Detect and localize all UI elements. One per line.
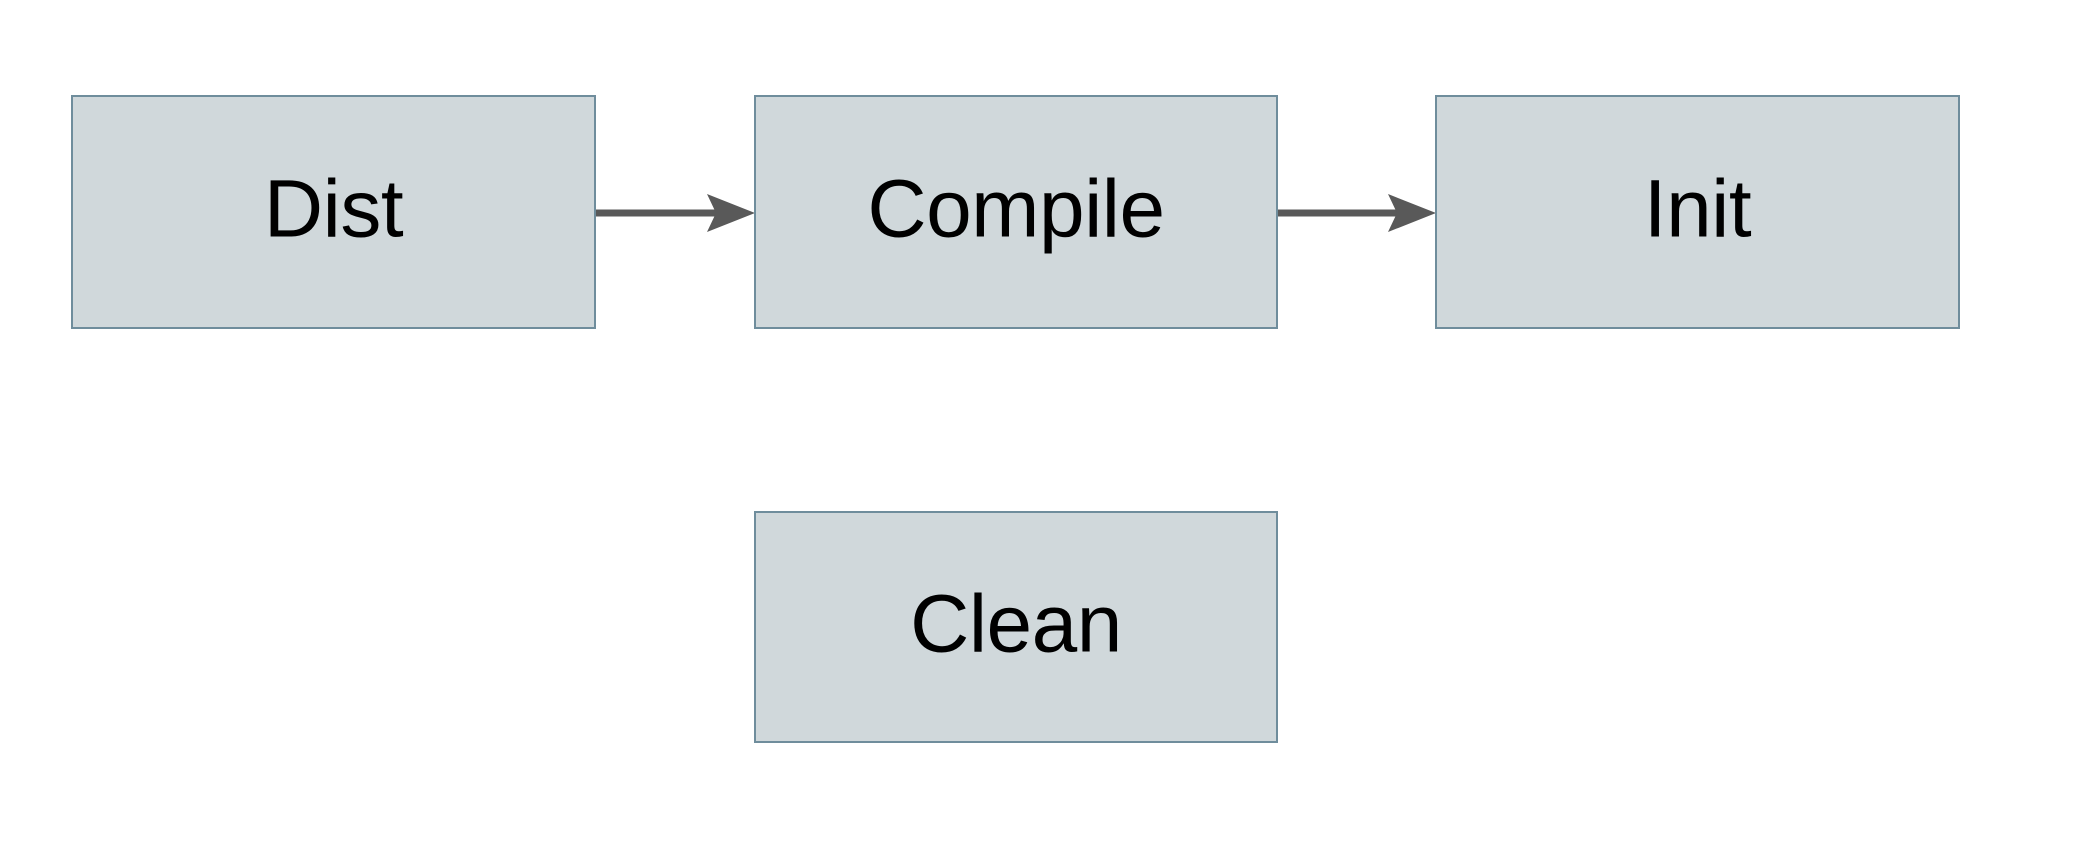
edge-dist-to-compile[interactable] <box>595 194 755 232</box>
node-label: Dist <box>264 164 404 255</box>
node-label: Init <box>1644 164 1752 255</box>
node-box <box>754 95 1278 329</box>
node-box <box>1435 95 1960 329</box>
edge-compile-to-init[interactable] <box>1277 194 1436 232</box>
node-dist[interactable]: Dist <box>71 95 596 329</box>
node-compile[interactable]: Compile <box>754 95 1278 329</box>
node-label: Compile <box>867 164 1164 255</box>
node-label: Clean <box>910 579 1122 670</box>
arrowhead-icon <box>707 194 755 232</box>
arrowhead-icon <box>1388 194 1436 232</box>
node-box <box>754 511 1278 743</box>
node-clean[interactable]: Clean <box>754 511 1278 743</box>
node-init[interactable]: Init <box>1435 95 1960 329</box>
node-box <box>71 95 596 329</box>
